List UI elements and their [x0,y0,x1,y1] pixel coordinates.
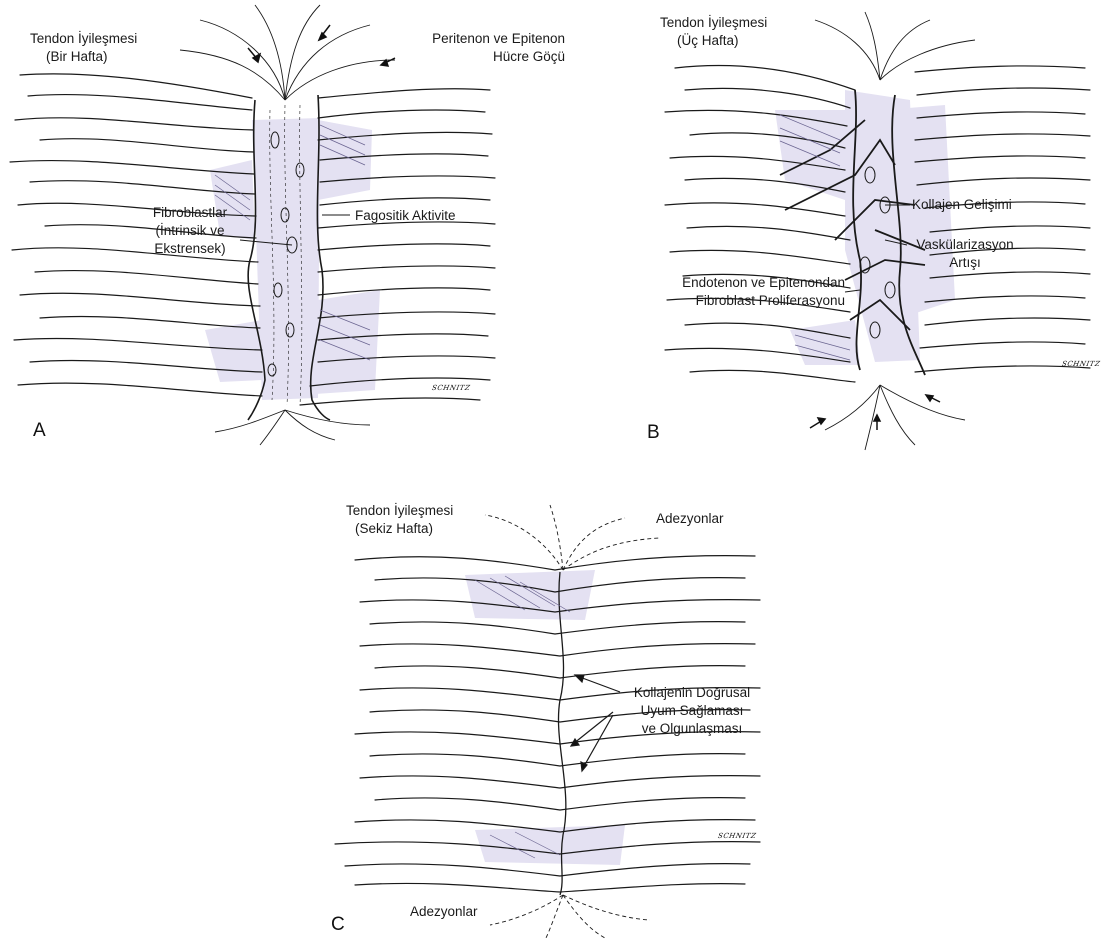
panel-c-adhesions-bottom-label: Adezyonlar [410,903,478,920]
panel-b-illustration [645,0,1115,470]
fibroblasts-label-line3: Ekstrensek) [130,240,250,257]
migration-label-line2: Hücre Göçü [365,48,565,65]
panel-b-arrows [810,395,940,430]
panel-c-signature: SCHNITZ [717,832,757,840]
alignment-label-line3: ve Olgunlaşması [612,720,772,737]
panel-b-shading [775,90,955,365]
alignment-label-line1: Kollajenin Doğrusal [612,684,772,701]
panel-c-letter: C [331,914,345,936]
proliferation-label-line2: Fibroblast Proliferasyonu [620,292,845,309]
vascular-label-line2: Artışı [900,254,1030,271]
panel-a-illustration [0,0,500,450]
panel-b-title-line2: (Üç Hafta) [677,32,739,49]
fibroblasts-label-line1: Fibroblastlar [130,204,250,221]
panel-b-signature: SCHNITZ [1061,360,1101,368]
panel-c-title-line2: (Sekiz Hafta) [355,520,433,537]
panel-a-letter: A [33,420,46,442]
panel-b-collagen-label: Kollajen Gelişimi [912,196,1012,213]
panel-a-phagocytic-label: Fagositik Aktivite [355,207,456,224]
alignment-label-line2: Uyum Sağlaması [612,702,772,719]
panel-a-title-line1: Tendon İyileşmesi [30,30,137,47]
vascular-label-line1: Vaskülarizasyon [900,236,1030,253]
panel-b-title-line1: Tendon İyileşmesi [660,14,767,31]
fibroblasts-label-line2: (İntrinsik ve [130,222,250,239]
proliferation-label-line1: Endotenon ve Epitenondan [620,274,845,291]
migration-label-line1: Peritenon ve Epitenon [365,30,565,47]
panel-a-title-line2: (Bir Hafta) [46,48,108,65]
panel-a-signature: SCHNITZ [431,384,471,392]
panel-c-adhesions-top-label: Adezyonlar [656,510,724,527]
panel-b-letter: B [647,422,660,444]
panel-c-title-line1: Tendon İyileşmesi [346,502,453,519]
